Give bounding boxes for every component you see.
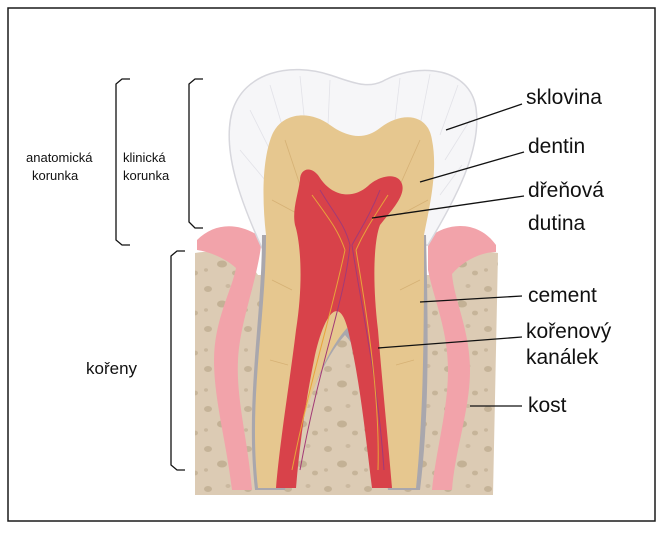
label-anatomical-crown-line1: anatomická [26,150,93,165]
label-clinical-crown-line1: klinická [123,150,166,165]
label-pulp-line2: dutina [528,212,586,235]
label-clinical-crown-line2: korunka [123,168,170,183]
label-cement: cement [528,284,597,307]
label-anatomical-crown-line2: korunka [32,168,79,183]
label-dentin: dentin [528,135,585,158]
label-enamel: sklovina [526,86,602,109]
label-pulp-line1: dřeňová [528,179,604,202]
label-canal-line1: kořenový [526,320,612,343]
label-bone: kost [528,394,567,417]
label-canal-line2: kanálek [526,346,599,369]
label-roots: kořeny [86,359,138,378]
